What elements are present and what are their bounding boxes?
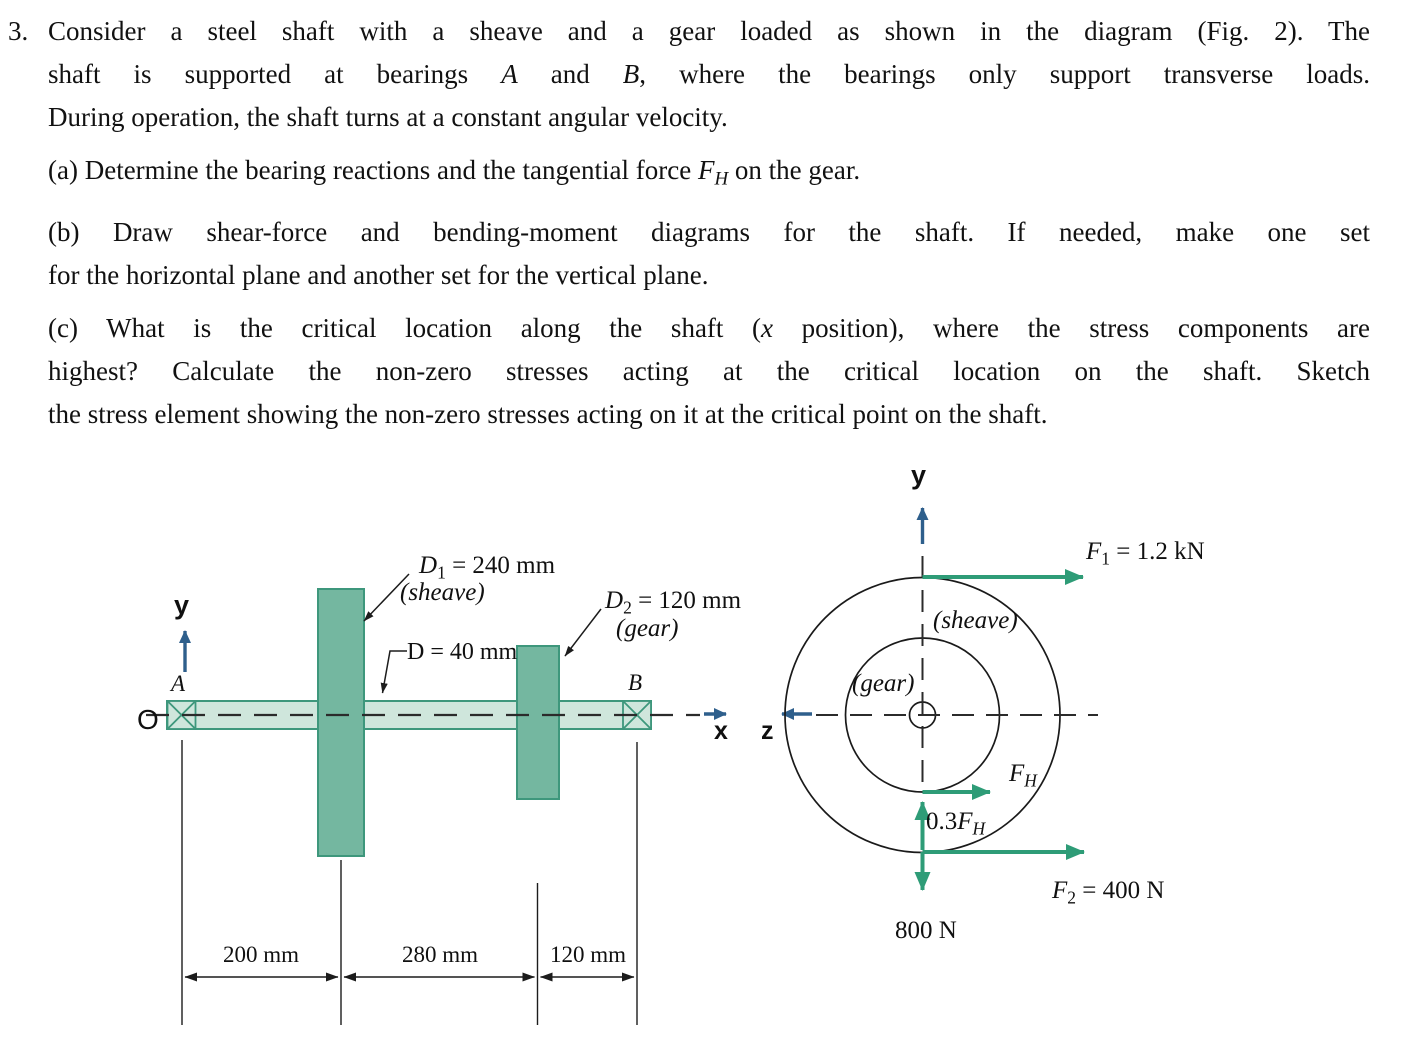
dimension-extension-lines bbox=[181, 740, 638, 1025]
sheave-name-label-end: (sheave) bbox=[933, 607, 1018, 634]
x-axis-label: x bbox=[714, 717, 728, 745]
f1-force-label: F1 = 1.2 kN bbox=[1086, 538, 1205, 569]
dim-120mm-label: 120 mm bbox=[549, 942, 627, 967]
force-arrows bbox=[914, 569, 1085, 891]
gear-leader-arrow bbox=[564, 608, 602, 657]
dim-200mm-label: 200 mm bbox=[222, 942, 300, 967]
bearing-a-label: A bbox=[171, 671, 186, 696]
part-b-line-1: (b) Draw shear-force and bending-moment … bbox=[48, 216, 1370, 247]
sheave-rect bbox=[317, 588, 365, 857]
gear-rect bbox=[516, 645, 560, 800]
problem-number: 3. bbox=[8, 16, 29, 46]
sheave-leader-arrow bbox=[363, 573, 410, 622]
intro-line-2: shaft is supported at bearings A and B, … bbox=[48, 59, 1370, 89]
intro-line-1: Consider a steel shaft with a sheave and… bbox=[48, 16, 1370, 46]
sheave-name-label: (sheave) bbox=[400, 579, 485, 606]
gear-name-label: (gear) bbox=[616, 615, 679, 642]
n800-force-label: 800 N bbox=[895, 917, 957, 944]
problem-text: 3. Consider a steel shaft with a sheave … bbox=[8, 10, 1370, 436]
diagram-canvas bbox=[146, 507, 1098, 1025]
part-c-line-3: the stress element showing the non-zero … bbox=[48, 398, 1048, 429]
figure-2-diagram: y A O B x z D1 = 240 mm (sheave) D2 = 12… bbox=[0, 440, 1427, 1050]
f2-force-label: F2 = 400 N bbox=[1052, 877, 1165, 908]
shaft-dia-leader-arrow bbox=[380, 650, 407, 694]
intro-line-3: During operation, the shaft turns at a c… bbox=[48, 102, 728, 132]
bearing-b-label: B bbox=[628, 670, 643, 695]
y-axis-label-end: y bbox=[911, 460, 927, 490]
part-c-line-1: (c) What is the critical location along … bbox=[48, 312, 1370, 343]
part-c-line-2: highest? Calculate the non-zero stresses… bbox=[48, 355, 1370, 386]
gear-diameter-label: D2 = 120 mm bbox=[605, 587, 742, 618]
sheave-diameter-label: D1 = 240 mm bbox=[419, 552, 556, 583]
z-axis-label: z bbox=[761, 717, 774, 745]
gear-name-label-end: (gear) bbox=[852, 670, 915, 697]
part-a-line: (a) Determine the bearing reactions and … bbox=[48, 155, 861, 190]
origin-label: O bbox=[137, 704, 159, 735]
fh-force-label: FH bbox=[1009, 760, 1037, 791]
part-b-line-2: for the horizontal plane and another set… bbox=[48, 259, 709, 290]
fh03-force-label: 0.3FH bbox=[926, 808, 986, 839]
dim-280mm-label: 280 mm bbox=[401, 942, 479, 967]
shaft-diameter-label: D = 40 mm bbox=[407, 639, 518, 665]
y-axis-label-side: y bbox=[174, 590, 190, 620]
